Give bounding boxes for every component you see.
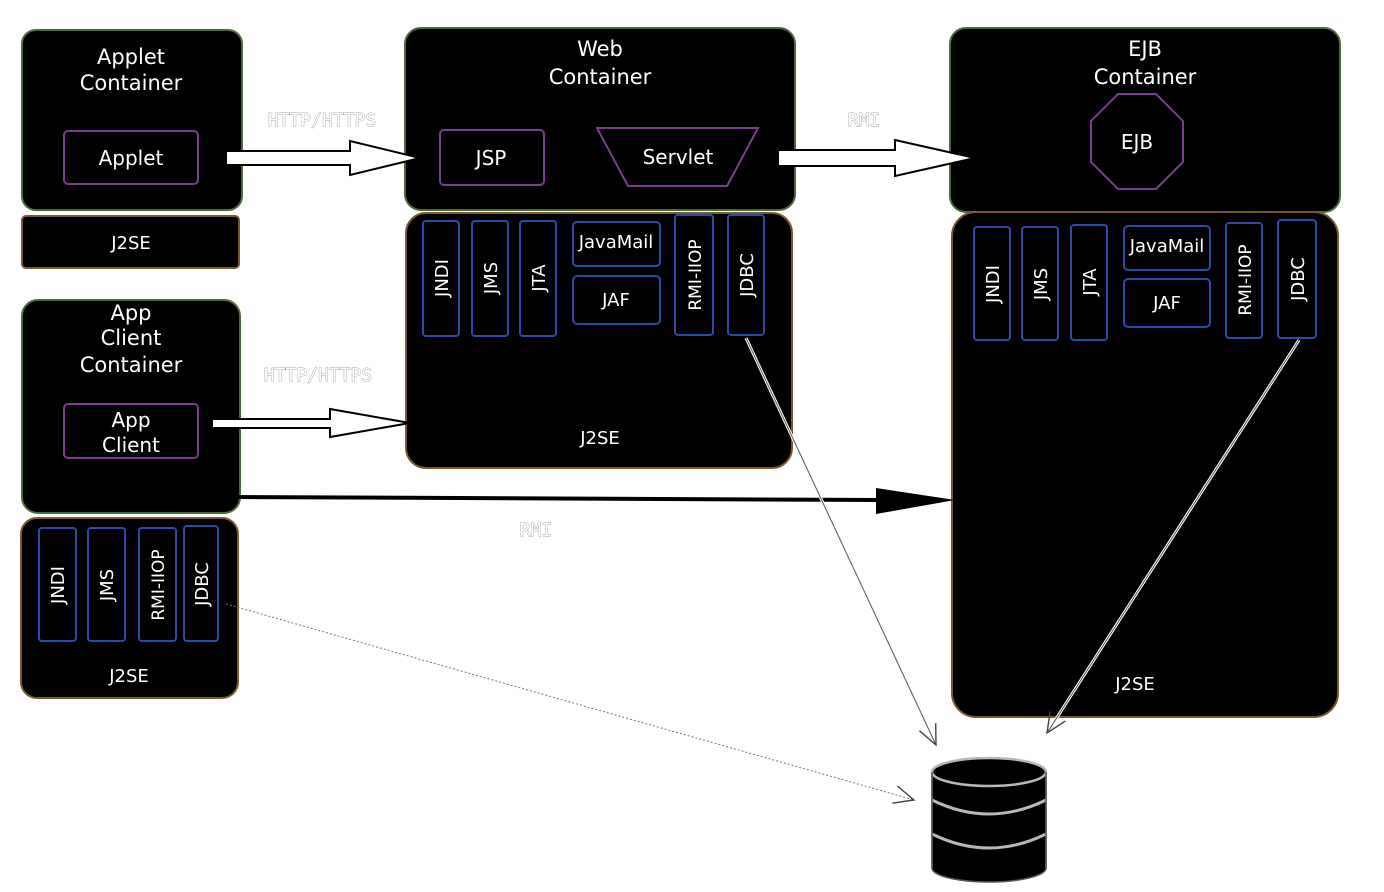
ejb-api-jaf [1123,278,1211,328]
edge-label-applet-web: HTTP/HTTPS [268,110,376,131]
web-api-jdbc-label: JDBC [737,253,758,298]
web-container-title-1: Web [577,37,623,61]
web-api-jta-label: JTA [529,264,550,293]
appclient-container-title-2: Client [101,326,162,350]
web-api-jms [471,220,509,337]
arrow-appclient-to-ejb-head [876,488,955,514]
servlet-component-shape [595,127,760,187]
appclient-api-rmi-iiop [138,527,177,642]
ejb-component-label: EJB [1121,130,1153,154]
web-api-jms-label: JMS [481,262,502,295]
database-icon [930,756,1048,883]
web-api-jaf-label: JAF [601,290,630,311]
appclient-component-box [63,403,199,459]
ejb-container: EJB Container EJB [949,27,1341,213]
appclient-container-title-1: App [110,301,151,325]
appclient-api-jdbc-label: JDBC [192,562,213,607]
appclient-container: App Client Container App Client [21,299,241,514]
web-jdbc-line [745,337,936,745]
web-api-jndi [422,220,460,337]
ejb-api-jndi [973,226,1011,341]
ejb-api-jta [1070,224,1108,341]
appclient-j2se-label: J2SE [108,666,149,687]
ejb-jdbc-line [1047,339,1300,733]
appclient-j2se: J2SE JNDI JMS RMI-IIOP JDBC [20,517,239,699]
web-api-rmi-iiop-label: RMI-IIOP [686,239,706,310]
ejb-api-rmi-iiop [1225,222,1263,339]
web-container-title-2: Container [549,65,652,89]
web-api-jaf [572,275,661,325]
web-api-javamail [572,221,661,267]
appclient-api-jndi-label: JNDI [48,566,69,605]
jdbc-connectors [225,337,1301,800]
ejb-api-javamail [1123,225,1211,271]
ejb-api-jta-label: JTA [1080,268,1101,297]
edge-label-web-ejb: RMI [848,110,881,131]
appclient-api-jndi [38,527,77,642]
applet-container-title-2: Container [80,71,183,95]
appclient-api-rmi-iiop-label: RMI-IIOP [149,549,169,620]
ejb-container-title-2: Container [1094,65,1197,89]
ejb-component-shape [1090,93,1184,190]
web-container: Web Container JSP Servlet [404,27,796,211]
ejb-api-jdbc-label: JDBC [1288,257,1309,302]
web-api-rmi-iiop [674,214,714,336]
web-j2se: J2SE JNDI JMS JTA JavaMail JAF RMI-IIOP … [405,212,793,469]
applet-container-title-1: Applet [97,45,165,69]
edge-label-appclient-web: HTTP/HTTPS [264,365,372,386]
arrow-appclient-to-ejb-shaft [237,495,881,502]
jsp-label: JSP [474,146,507,170]
jsp-component-box [439,129,545,186]
ejb-api-jms-label: JMS [1031,268,1052,301]
web-j2se-label: J2SE [579,428,620,449]
ejb-api-jdbc [1277,219,1317,339]
edge-label-appclient-ejb: RMI [520,520,553,541]
ejb-container-title-1: EJB [1128,37,1162,61]
appclient-component-label-2: Client [102,433,160,457]
servlet-label: Servlet [643,145,714,169]
web-api-jndi-label: JNDI [432,259,453,298]
web-api-jta [519,220,557,337]
appclient-jdbc-line [225,603,914,800]
applet-j2se-label: J2SE [110,233,151,254]
appclient-component-label-1: App [111,408,150,432]
arrow-applet-to-web [225,139,421,177]
applet-j2se: J2SE [21,215,240,269]
appclient-api-jms [87,527,126,642]
arrow-web-to-ejb [777,138,976,178]
arrow-appclient-to-web [211,407,411,439]
ejb-j2se-label: J2SE [1114,674,1155,695]
ejb-api-javamail-label: JavaMail [1129,236,1205,257]
ejb-api-rmi-iiop-label: RMI-IIOP [1236,244,1256,315]
applet-component-box [63,130,199,185]
ejb-api-jaf-label: JAF [1152,293,1181,314]
appclient-container-title-3: Container [80,353,183,377]
ejb-api-jms [1021,226,1059,341]
web-api-javamail-label: JavaMail [578,232,654,253]
appclient-api-jdbc [183,525,219,642]
appclient-api-jms-label: JMS [97,569,118,602]
web-api-jdbc [727,214,765,336]
ejb-api-jndi-label: JNDI [983,265,1004,304]
ejb-j2se: J2SE JNDI JMS JTA JavaMail JAF RMI-IIOP … [951,211,1339,718]
applet-container: Applet Container Applet [21,29,243,211]
applet-component-label: Applet [99,146,164,170]
applet-j2se-box [21,215,240,269]
